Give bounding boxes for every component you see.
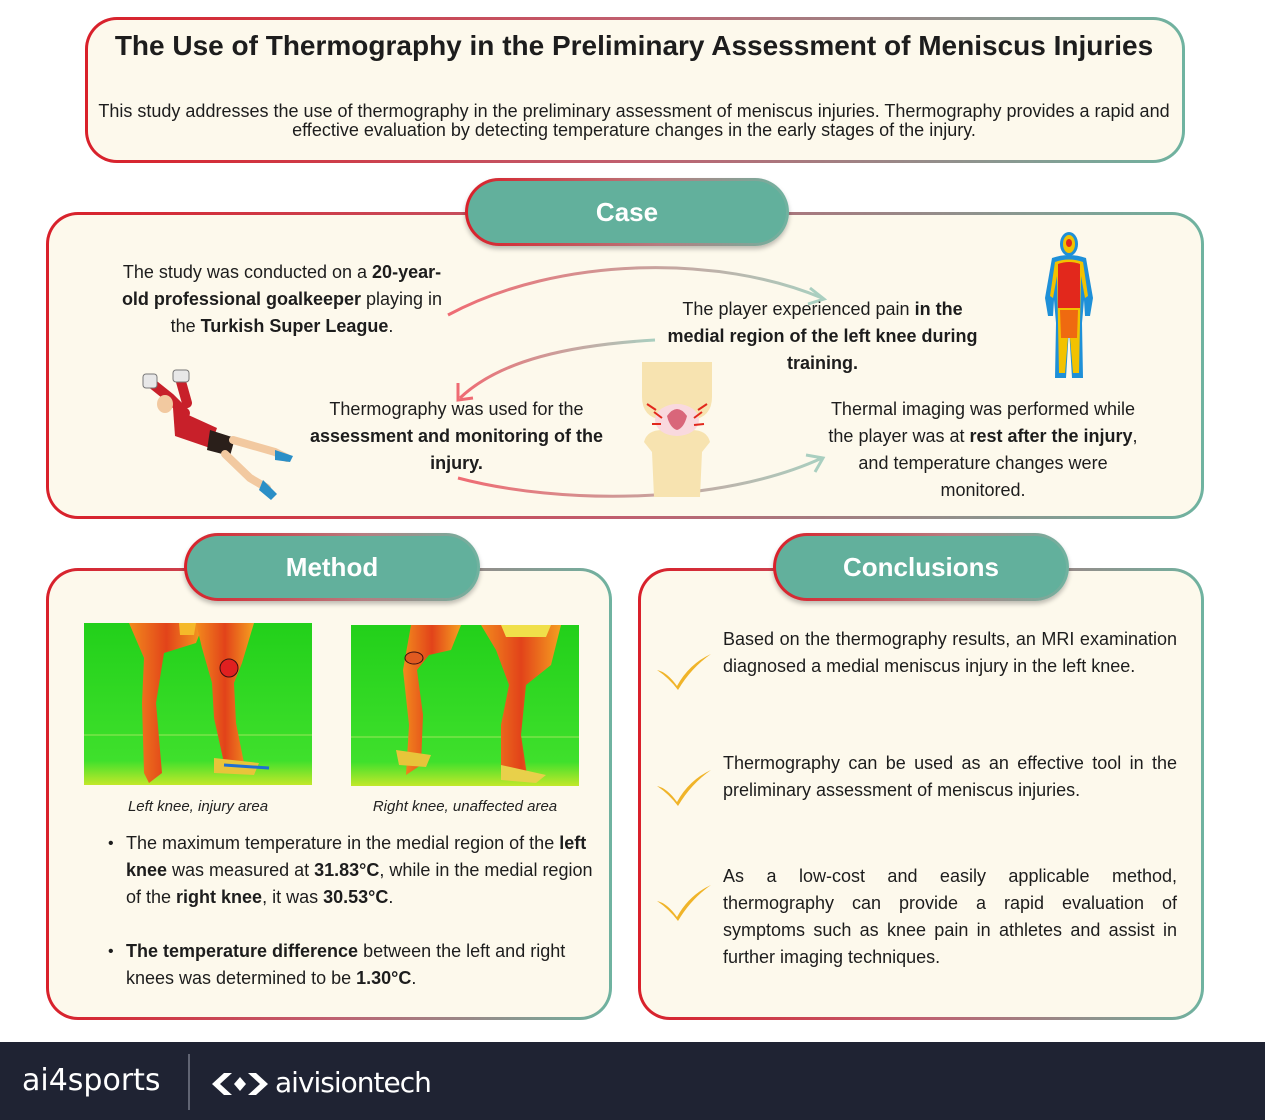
- case-step-1: The study was conducted on a 20-year-old…: [121, 262, 443, 336]
- case-step-4: Thermal imaging was performed while the …: [828, 399, 1138, 500]
- check-icon: [657, 770, 711, 806]
- conclusion-item-2: Thermography can be used as an effective…: [723, 753, 1177, 800]
- aivisiontech-logo-icon: [212, 1073, 268, 1095]
- conclusions-label: Conclusions: [776, 536, 1066, 598]
- conclusions-header: Conclusions: [773, 533, 1069, 601]
- arrow-1: [447, 266, 823, 317]
- goalkeeper-illustration: [142, 369, 293, 500]
- arrow-2: [458, 338, 656, 400]
- case-step-3: Thermography was used for the assessment…: [309, 399, 604, 473]
- header-card: [85, 17, 1185, 163]
- caption-right-knee: Right knee, unaffected area: [372, 798, 558, 815]
- case-label: Case: [468, 181, 786, 243]
- brand-ai4sports: ai4sports: [22, 1063, 161, 1098]
- conclusions-card: [638, 568, 1204, 1020]
- conclusion-item-3: As a low-cost and easily applicable meth…: [723, 866, 1177, 967]
- brand-aivisiontech: aivisiontech: [275, 1066, 432, 1099]
- thermal-image-left-knee: [84, 623, 312, 785]
- method-bullet-2: The temperature difference between the l…: [106, 938, 596, 992]
- method-bullet-1: The maximum temperature in the medial re…: [106, 830, 596, 911]
- knee-joint-icon: [642, 362, 712, 497]
- thermal-image-right-knee: [351, 625, 579, 786]
- method-label: Method: [187, 536, 477, 598]
- case-flow-arrows: [447, 266, 828, 498]
- footer-divider: [188, 1054, 190, 1110]
- footer-bar: [0, 1042, 1265, 1120]
- thermal-body-icon: [1045, 232, 1093, 378]
- case-header: Case: [465, 178, 789, 246]
- arrow-3: [457, 456, 823, 498]
- caption-left-knee: Left knee, injury area: [127, 798, 269, 815]
- page-description: This study addresses the use of thermogr…: [98, 101, 1170, 140]
- conclusion-item-1: Based on the thermography results, an MR…: [723, 629, 1177, 676]
- case-step-2: The player experienced pain in the media…: [667, 299, 978, 373]
- page-title: The Use of Thermography in the Prelimina…: [114, 30, 1154, 61]
- check-icon: [657, 654, 711, 690]
- method-bullets: The maximum temperature in the medial re…: [106, 830, 596, 992]
- check-icon: [657, 885, 711, 921]
- method-header: Method: [184, 533, 480, 601]
